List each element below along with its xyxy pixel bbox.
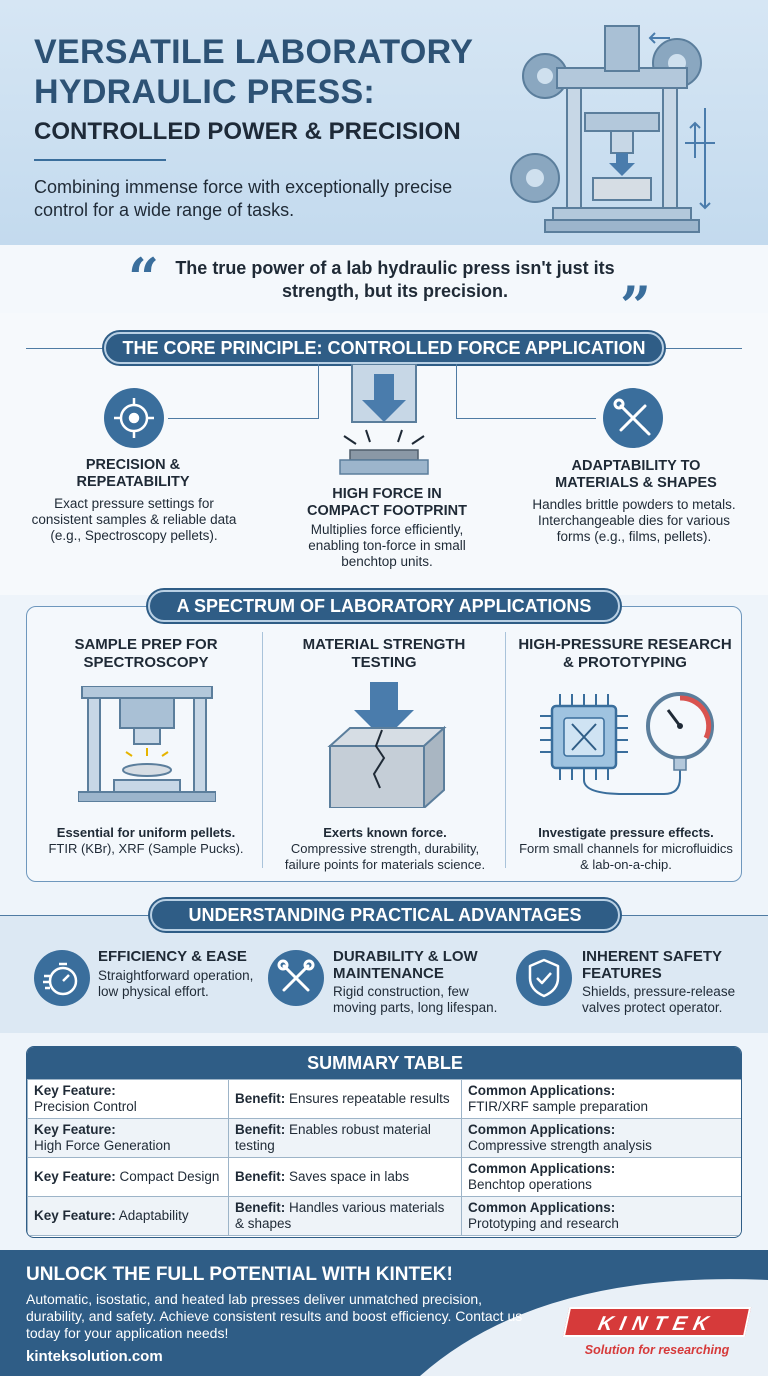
footer-website-link[interactable]: kinteksolution.com (26, 1348, 163, 1365)
application-title-strength: MATERIAL STRENGTH TESTING (302, 636, 466, 671)
table-cell-benefit: Benefit: Ensures repeatable results (228, 1079, 462, 1119)
table-cell-feature: Key Feature:Precision Control (27, 1079, 229, 1119)
table-cell-benefit: Benefit: Enables robust material testing (228, 1118, 462, 1158)
feature-text-precision: Exact pressure settings for consistent s… (31, 496, 237, 543)
press-force-icon (339, 364, 429, 475)
table-row: Key Feature:Precision Control Benefit: E… (27, 1079, 741, 1119)
summary-table: SUMMARY TABLE Key Feature:Precision Cont… (26, 1046, 742, 1238)
table-cell-applications: Common Applications:Prototyping and rese… (461, 1196, 741, 1236)
table-cell-applications: Common Applications:FTIR/XRF sample prep… (461, 1079, 741, 1119)
quote-text: The true power of a lab hydraulic press … (175, 258, 615, 301)
footer-title: UNLOCK THE FULL POTENTIAL WITH KINTEK! (26, 1264, 453, 1285)
application-lead-research: Investigate pressure effects. (538, 825, 714, 840)
core-connector-right (456, 418, 596, 419)
advantage-title-durability: DURABILITY & LOW MAINTENANCE (333, 948, 478, 982)
table-row: Key Feature: Compact Design Benefit: Sav… (27, 1157, 741, 1197)
table-row: Key Feature: Adaptability Benefit: Handl… (27, 1196, 741, 1236)
core-connector-left-vertical (318, 364, 319, 419)
table-cell-feature: Key Feature: Compact Design (27, 1157, 229, 1197)
application-title-research: HIGH-PRESSURE RESEARCH & PROTOTYPING (518, 636, 732, 671)
logo-wordmark: KINTEK (562, 1307, 752, 1337)
advantage-title-safety: INHERENT SAFETY FEATURES (582, 948, 722, 982)
advantage-title-efficiency: EFFICIENCY & EASE (98, 948, 247, 965)
summary-table-grid: Key Feature:Precision Control Benefit: E… (27, 1079, 741, 1236)
feature-title-high-force: HIGH FORCE IN COMPACT FOOTPRINT (306, 486, 468, 519)
table-cell-feature: Key Feature: Adaptability (27, 1196, 229, 1236)
application-lead-spectroscopy: Essential for uniform pellets. (56, 825, 236, 840)
quote-block: “ The true power of a lab hydraulic pres… (0, 245, 768, 333)
page-description: Combining immense force with exceptional… (34, 177, 453, 220)
table-cell-feature: Key Feature:High Force Generation (27, 1118, 229, 1158)
press-sample-prep-icon (78, 686, 216, 802)
core-principle-heading: THE CORE PRINCIPLE: CONTROLLED FORCE APP… (104, 332, 664, 364)
feature-title-adaptability: ADAPTABILITY TO MATERIALS & SHAPES (555, 458, 717, 491)
cracked-block-icon (327, 682, 447, 808)
feature-text-adaptability: Handles brittle powders to metals. Inter… (532, 497, 736, 544)
summary-table-heading: SUMMARY TABLE (27, 1047, 741, 1079)
footer-text: Automatic, isostatic, and heated lab pre… (26, 1291, 523, 1341)
table-row: Key Feature:High Force Generation Benefi… (27, 1118, 741, 1158)
application-lead-strength: Exerts known force. (323, 825, 447, 840)
application-title-spectroscopy: SAMPLE PREP FOR SPECTROSCOPY (74, 636, 218, 671)
core-connector-left (168, 418, 318, 419)
advantage-text-safety: Shields, pressure-release valves protect… (582, 984, 736, 1015)
advantages-section (0, 915, 768, 1033)
advantages-heading: UNDERSTANDING PRACTICAL ADVANTAGES (150, 899, 620, 931)
applications-heading: A SPECTRUM OF LABORATORY APPLICATIONS (148, 590, 620, 622)
table-cell-benefit: Benefit: Saves space in labs (228, 1157, 462, 1197)
table-cell-applications: Common Applications:Compressive strength… (461, 1118, 741, 1158)
application-text-strength: Compressive strength, durability, failur… (284, 841, 486, 872)
open-quote-icon: “ (128, 246, 160, 310)
footer-banner: UNLOCK THE FULL POTENTIAL WITH KINTEK! A… (0, 1250, 768, 1376)
wrench-screwdriver-icon (268, 950, 324, 1006)
core-connector-right-vertical (456, 364, 457, 419)
feature-title-precision: PRECISION & REPEATABILITY (76, 457, 190, 490)
kintek-logo: KINTEK Solution for researching (562, 1305, 752, 1363)
feature-text-high-force: Multiplies force efficiently, enabling t… (308, 522, 466, 569)
page-title: VERSATILE LABORATORY HYDRAULIC PRESS: (34, 33, 473, 111)
table-cell-benefit: Benefit: Handles various materials & sha… (228, 1196, 462, 1236)
applications-divider-2 (505, 632, 506, 868)
applications-divider-1 (262, 632, 263, 868)
tools-icon (603, 388, 663, 448)
header-banner: VERSATILE LABORATORY HYDRAULIC PRESS: CO… (0, 0, 768, 245)
hydraulic-press-illustration-icon (510, 25, 715, 233)
application-text-spectroscopy: FTIR (KBr), XRF (Sample Pucks). (48, 841, 244, 856)
shield-check-icon (516, 950, 572, 1006)
advantage-text-durability: Rigid construction, few moving parts, lo… (333, 984, 498, 1015)
crosshair-icon (104, 388, 164, 448)
chip-and-gauge-icon (540, 692, 714, 795)
application-text-research: Form small channels for microfluidics & … (519, 841, 733, 872)
title-rule (34, 159, 166, 161)
advantage-text-efficiency: Straightforward operation, low physical … (98, 968, 254, 999)
page-subtitle: CONTROLLED POWER & PRECISION (34, 118, 461, 145)
stopwatch-icon (34, 950, 90, 1006)
table-cell-applications: Common Applications:Benchtop operations (461, 1157, 741, 1197)
logo-tagline: Solution for researching (584, 1343, 730, 1357)
